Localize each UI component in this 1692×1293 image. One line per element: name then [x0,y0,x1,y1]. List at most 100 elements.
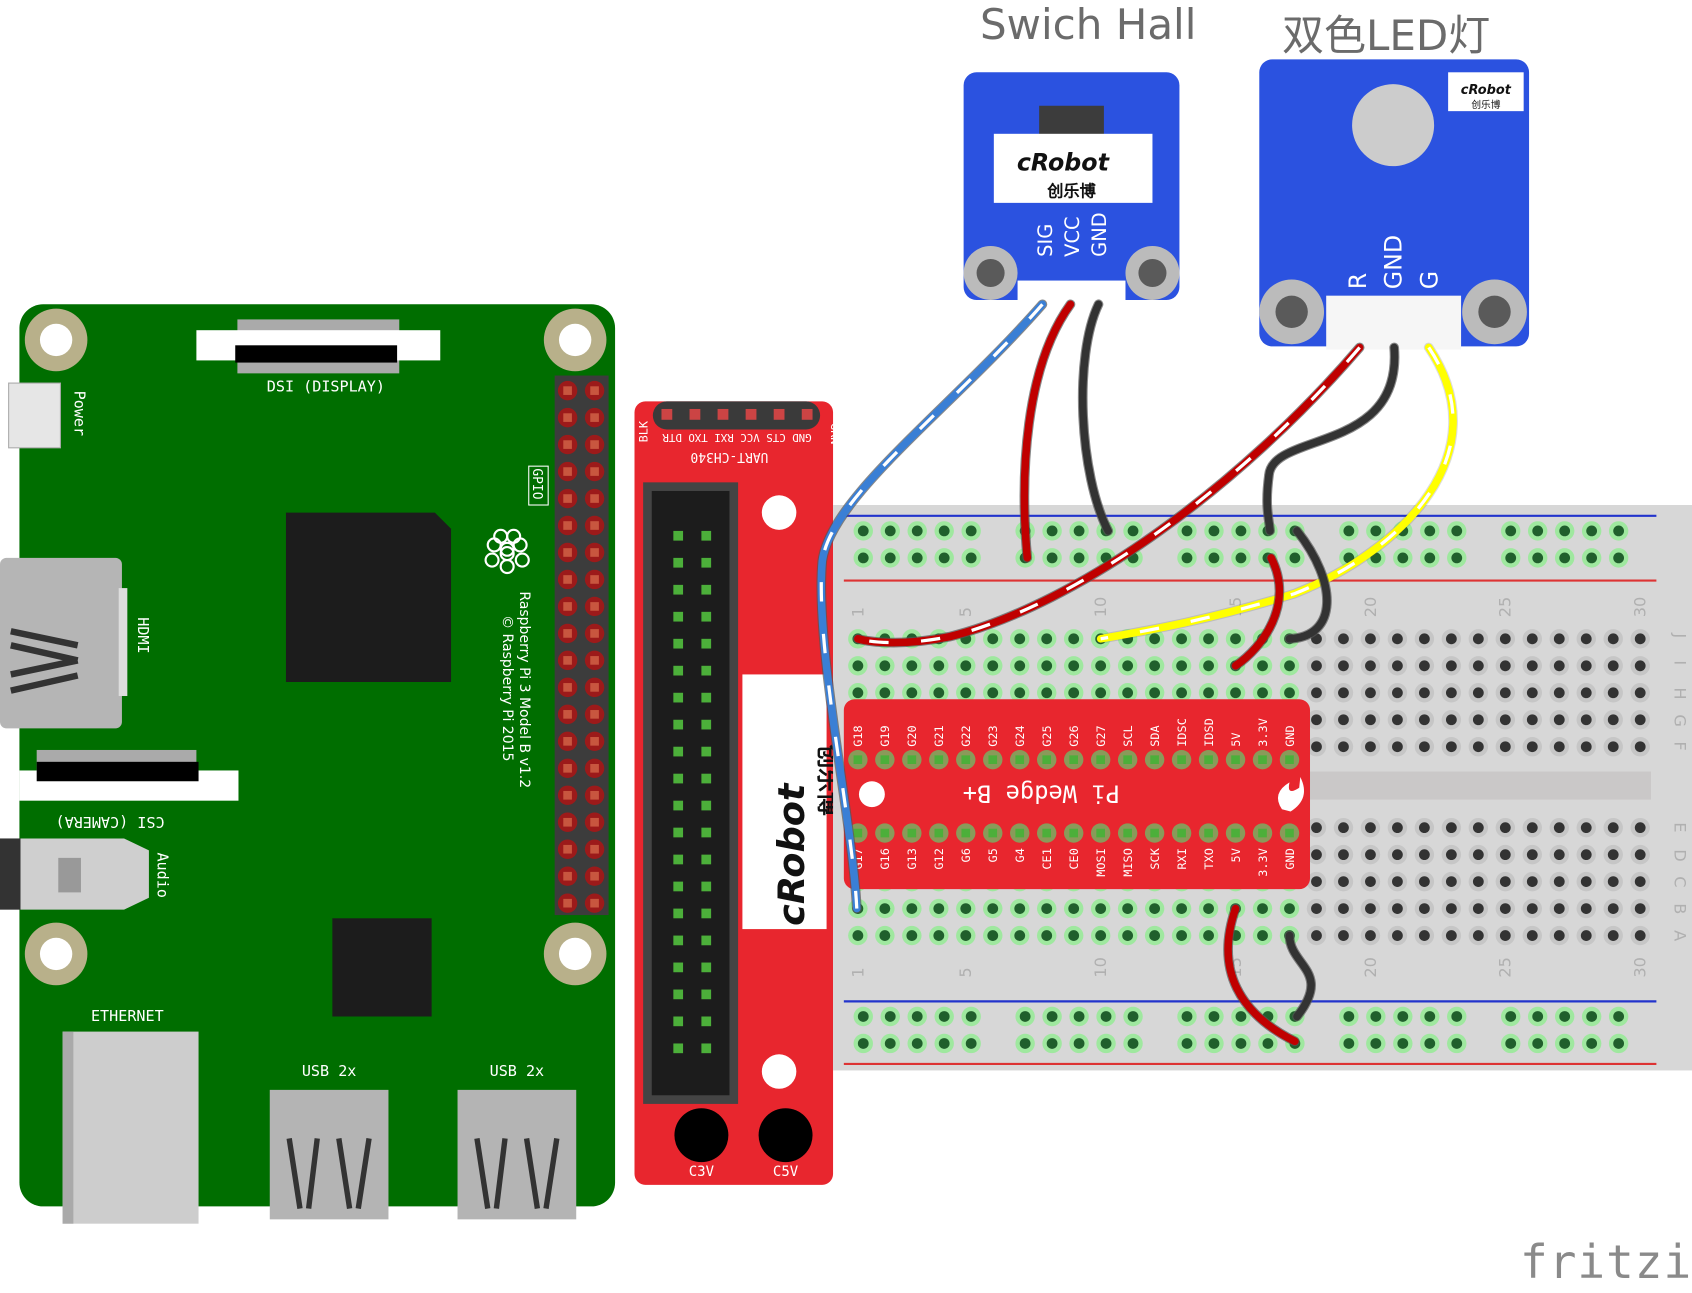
led-pin-label: R [1344,273,1372,289]
gpio-pin-pad [563,763,572,773]
breadboard-hole [1445,849,1457,861]
breadboard-hole [1580,714,1592,726]
breadboard-hole [1526,714,1538,726]
breadboard-hole [965,1038,977,1049]
wedge-bottom-pin-pad [1042,828,1052,838]
breadboard-hole [884,1011,896,1022]
breadboard-hole [1338,660,1349,672]
gpio-pin-pad [563,548,572,557]
power-connector [8,382,61,449]
wedge-bottom-pin-pad [1096,828,1105,838]
breadboard-hole [1559,552,1571,564]
gpio-pin-pad [590,844,599,854]
ribbon-pin [673,773,684,784]
breadboard-hole [1472,687,1484,699]
breadboard-hole [1526,741,1538,753]
breadboard-hole [1122,903,1134,914]
breadboard-hole [1445,687,1457,699]
breadboard-hole [1181,552,1193,564]
column-number-bottom: 5 [956,967,975,977]
breadboard-hole [1068,633,1080,645]
breadboard-hole [1068,687,1080,699]
gpio-label-box [528,465,549,506]
breadboard-hole [1235,552,1247,564]
breadboard-hole [1586,1038,1598,1049]
breadboard-hole [1176,660,1187,672]
wedge-bottom-pin-label: CE0 [1067,848,1081,869]
breadboard-hole [1634,822,1646,834]
breadboard-hole [1343,525,1355,537]
breadboard-hole [906,660,918,672]
breadboard-hole [1532,552,1544,564]
wire-rail-black-bottom [1285,931,1315,1021]
breadboard-hole [911,1038,923,1049]
breadboard-hole [1499,714,1511,726]
breadboard-hole [987,930,999,941]
breadboard-hole [1499,660,1511,672]
ribbon-pin [701,719,712,730]
gpio-pin-pad [590,629,599,638]
breadboard-hole [1100,1011,1112,1022]
breadboard-hole [1553,714,1565,726]
wedge-bottom-pin-label: G5 [986,848,1000,862]
hall-brand-cn: 创乐博 [1046,181,1096,200]
logo-cell [514,552,530,568]
breadboard-hole [1580,903,1592,914]
breadboard-hole [1586,525,1598,537]
breadboard-hole [1149,687,1161,699]
usb-controller-chip [332,918,432,1017]
breadboard-hole [1338,687,1349,699]
led-logo-area [1448,72,1524,112]
column-number-bottom: 1 [848,967,867,977]
gpio-pin-pad [563,602,572,611]
breadboard-hole [884,1038,896,1049]
breadboard-hole [960,930,972,941]
breadboard-hole [1041,930,1053,941]
ribbon-header-inner [651,490,730,1096]
breadboard-hole [1580,741,1592,753]
breadboard-hole [1499,741,1511,753]
breadboard-hole [1392,822,1403,834]
logo-cell [484,552,500,568]
breadboard-hole [1451,1038,1463,1049]
breadboard-hole [933,660,945,672]
power-jack-2 [758,1108,813,1163]
power-jack-1 [674,1108,729,1163]
wedge-bottom-pin-label: G4 [1013,848,1027,862]
breadboard-hole [1073,525,1085,537]
breadboard-hole [884,552,896,564]
ribbon-pin [701,611,712,622]
breadboard-hole [1445,903,1457,914]
breadboard-hole [1095,687,1107,699]
breadboard-hole [1526,876,1538,888]
gpio-pin-pad [563,790,572,800]
breadboard-hole [1203,660,1214,672]
audio-jack-switch [58,857,81,893]
breadboard-hole [1311,903,1322,914]
breadboard-hole [1580,633,1592,645]
breadboard-hole [1311,876,1322,888]
breadboard-hole [1203,930,1214,941]
hdmi-glyph [10,628,79,694]
wedge-bottom-pin-pad [853,828,863,838]
breadboard-hole [1505,525,1517,537]
wedge-top-pin-label: G18 [851,725,865,746]
breadboard-hole [1073,552,1085,564]
breadboard-hole [852,687,864,699]
pi-wedge-title: Pi Wedge B+ [963,780,1120,808]
breadboard-hole [1370,1011,1382,1022]
breadboard-hole [1472,930,1484,941]
breadboard-hole [960,687,972,699]
csi-slot [36,761,199,782]
breadboard-hole [1046,525,1058,537]
breadboard-hole [1068,903,1080,914]
gpio-pin-pad [563,817,572,827]
breadboard-hole [1418,687,1430,699]
breadboard-hole [1149,633,1161,645]
breadboard-hole [1424,552,1436,564]
breadboard-hole [965,552,977,564]
breadboard-hole [1505,1038,1517,1049]
breadboard-hole [1046,1011,1058,1022]
